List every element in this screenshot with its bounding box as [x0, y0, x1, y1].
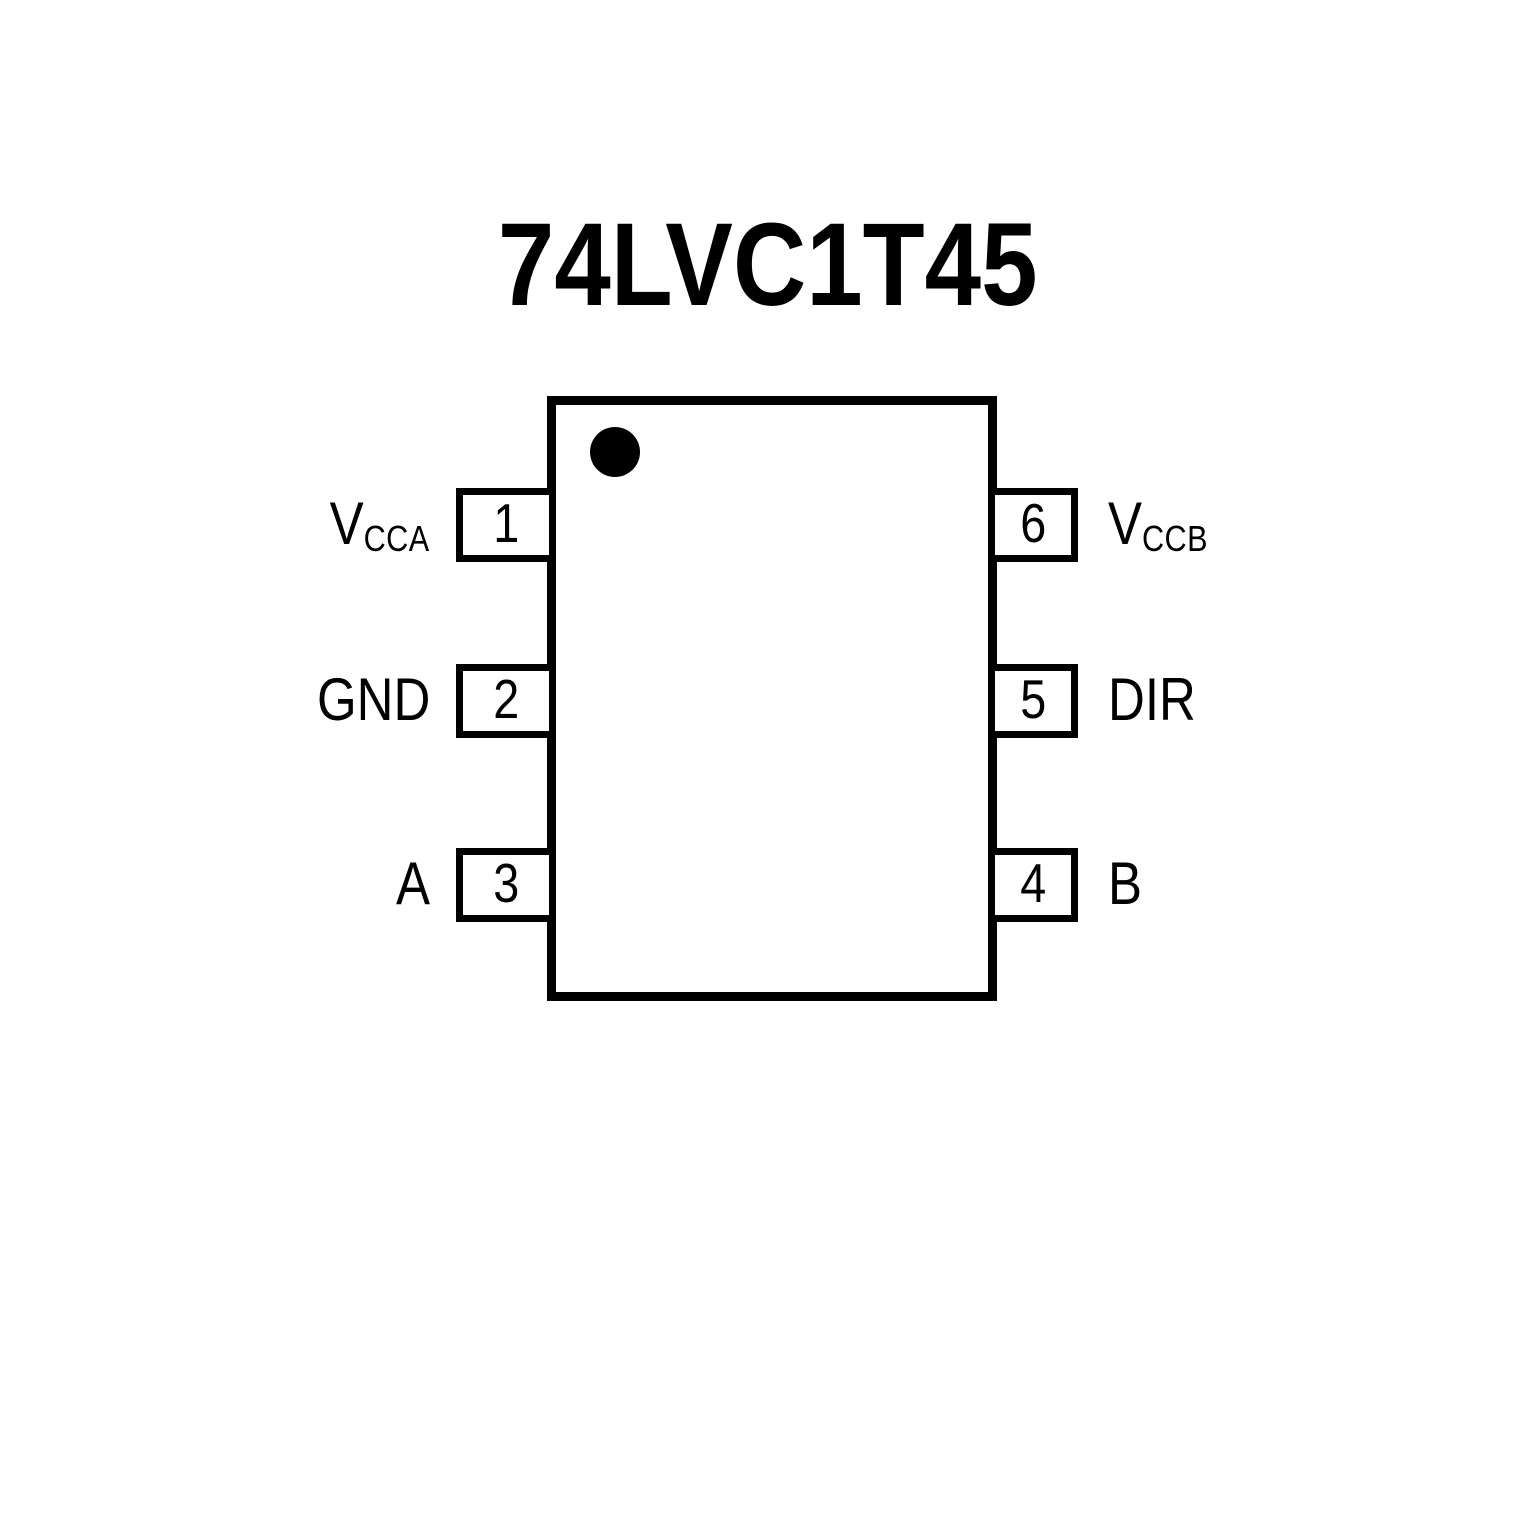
pin-name-text: GND — [316, 666, 430, 733]
pin-box-5: 5 — [988, 664, 1078, 738]
pin-name-subscript: CCB — [1142, 518, 1208, 559]
pin-label-b: B — [1108, 848, 1142, 922]
pin-number-5: 5 — [1019, 667, 1047, 730]
pin-label-dir: DIR — [1108, 664, 1196, 738]
pin-number-2: 2 — [492, 667, 520, 730]
pin-number-1: 1 — [492, 491, 520, 554]
pin-label-a: A — [396, 848, 430, 922]
page-title: 74LVC1T45 — [0, 206, 1535, 324]
pin-box-6: 6 — [988, 488, 1078, 562]
page-title-text: 74LVC1T45 — [497, 199, 1038, 331]
pin-box-1: 1 — [456, 488, 556, 562]
ic-package-body — [547, 396, 997, 1001]
pin-label-gnd: GND — [317, 664, 430, 738]
pin-name-text: DIR — [1108, 666, 1196, 733]
pin1-indicator-dot-icon — [590, 427, 640, 477]
pin-label-vcca: VCCA — [330, 488, 430, 562]
pin-label-vccb: VCCB — [1108, 488, 1208, 562]
pin-number-6: 6 — [1019, 491, 1047, 554]
pin-name-text: V — [1108, 490, 1143, 557]
pin-name-text: A — [395, 850, 430, 917]
pin-name-text: B — [1108, 850, 1143, 917]
pin-name-subscript: CCA — [364, 518, 430, 559]
pin-box-2: 2 — [456, 664, 556, 738]
pin-box-4: 4 — [988, 848, 1078, 922]
pin-name-text: V — [330, 490, 365, 557]
pin-number-4: 4 — [1019, 851, 1047, 914]
pin-number-3: 3 — [492, 851, 520, 914]
pin-box-3: 3 — [456, 848, 556, 922]
